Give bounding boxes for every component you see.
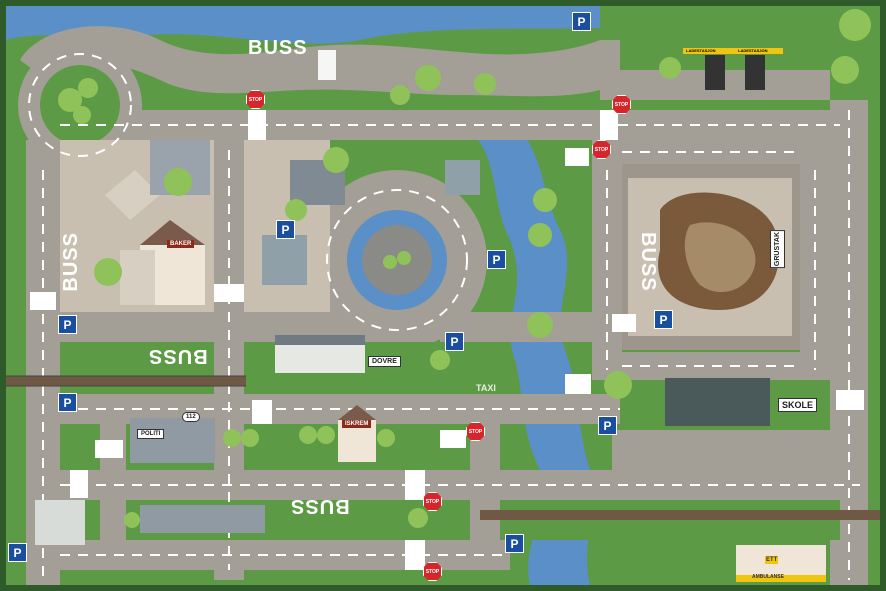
- bus-label-right: BUSS: [637, 232, 659, 292]
- charging-station-sign-right: LADESTASJON: [738, 48, 768, 53]
- trees: [58, 9, 871, 528]
- railway: [6, 375, 880, 520]
- taxi-label: TAXI: [476, 383, 496, 393]
- stop-sign-4: STOP: [466, 422, 485, 441]
- crosswalks: [30, 50, 864, 570]
- parking-sign-2: P: [276, 220, 295, 239]
- parking-sign-9: P: [505, 534, 524, 553]
- grustak-sign: GRUSTAK: [770, 230, 785, 269]
- dovre-sign: DOVRE: [368, 356, 401, 367]
- stop-sign-1: STOP: [246, 90, 265, 109]
- parking-sign-3: P: [487, 250, 506, 269]
- lane-lines: [28, 53, 860, 580]
- stop-sign-5: STOP: [423, 492, 442, 511]
- bus-label-top: BUSS: [248, 37, 308, 59]
- iskrem-sign: ISKREM: [342, 420, 372, 428]
- charging-station-sign-left: LADESTASJON: [686, 48, 716, 53]
- skole-sign: SKOLE: [778, 398, 818, 412]
- baker-sign: BAKER: [167, 240, 195, 248]
- parking-sign-10: P: [8, 543, 27, 562]
- parking-sign-6: P: [58, 393, 77, 412]
- stop-sign-2: STOP: [612, 95, 631, 114]
- river-main: [470, 120, 593, 585]
- bus-label-middle: BUSS: [148, 345, 208, 367]
- bus-label-bottom: BUSS: [290, 495, 350, 517]
- parking-sign-7: P: [654, 310, 673, 329]
- buildings: [35, 48, 826, 582]
- parking-sign-5: P: [58, 315, 77, 334]
- ambulanse-sign: AMBULANSE: [752, 574, 784, 580]
- parking-sign-1: P: [572, 12, 591, 31]
- ett-sign: ETT: [765, 556, 779, 564]
- politi-sign: POLITI: [137, 429, 165, 439]
- parking-sign-4: P: [445, 332, 464, 351]
- stop-sign-6: STOP: [423, 562, 442, 581]
- emergency-number-sign: 112: [182, 412, 200, 422]
- bus-label-left: BUSS: [60, 232, 82, 292]
- stop-sign-3: STOP: [592, 140, 611, 159]
- parking-sign-8: P: [598, 416, 617, 435]
- river-top: [6, 6, 600, 44]
